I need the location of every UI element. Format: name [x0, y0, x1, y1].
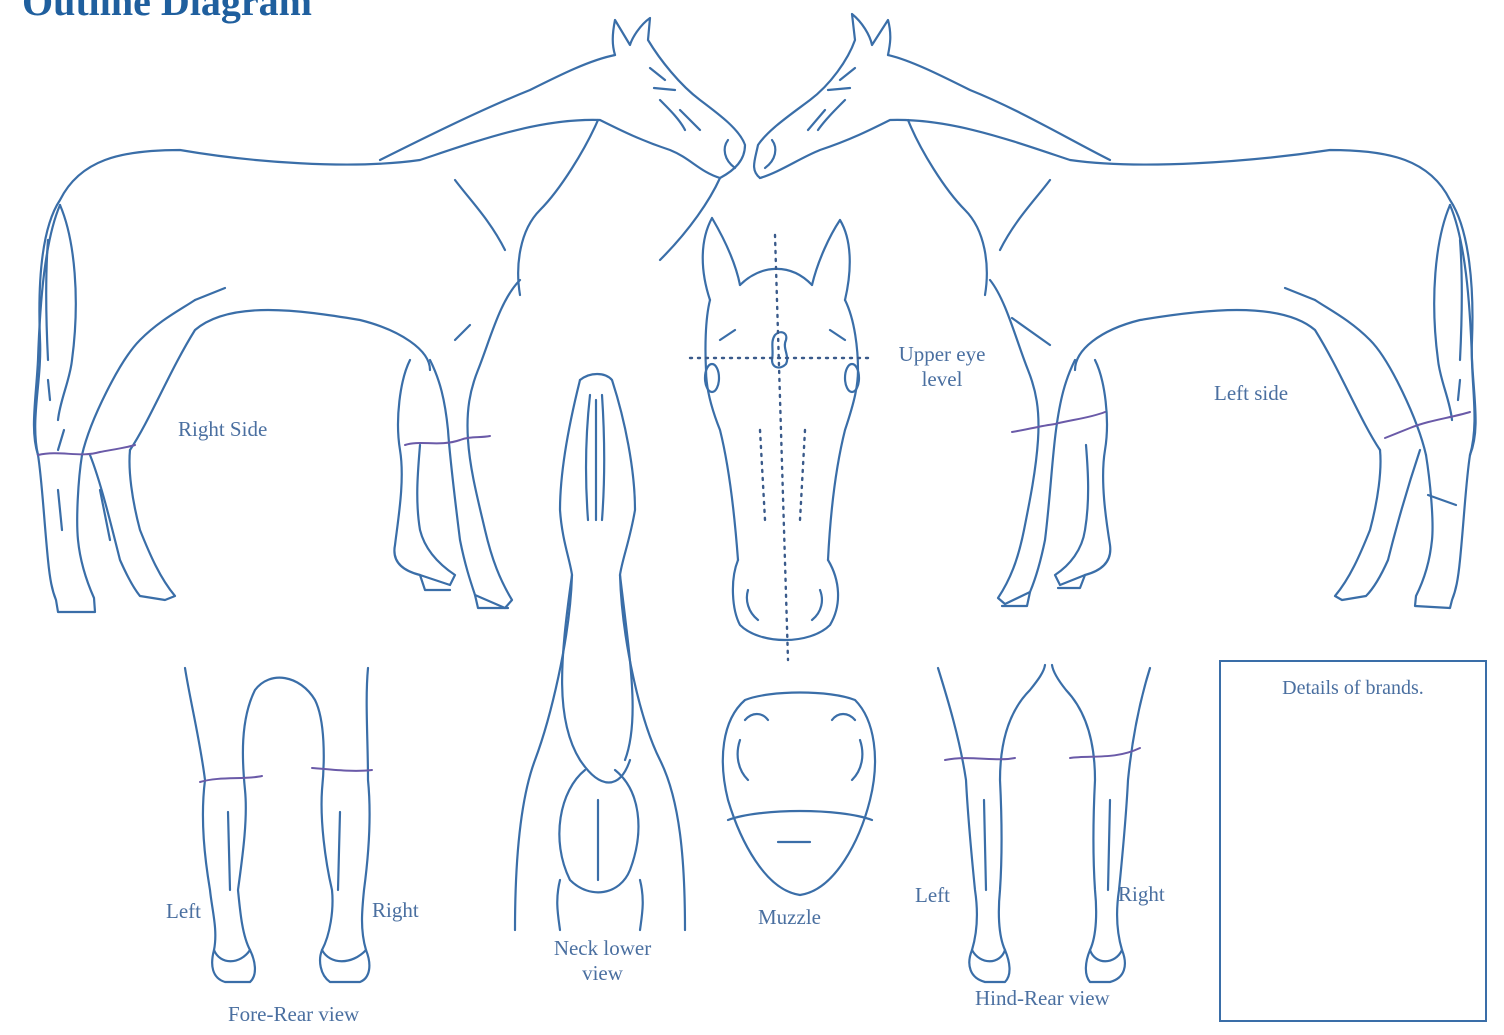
- hind-rear-view: [938, 665, 1150, 982]
- hind-right-label: Right: [1118, 882, 1165, 907]
- brands-details-box: Details of brands.: [1219, 660, 1487, 1022]
- neck-lower-view-label: Neck lower view: [545, 936, 660, 986]
- fore-left-label: Left: [166, 899, 201, 924]
- hind-rear-view-label: Hind-Rear view: [975, 986, 1110, 1011]
- muzzle-label: Muzzle: [758, 905, 821, 930]
- neck-lower-view: [515, 374, 685, 930]
- left-side-label: Left side: [1214, 381, 1288, 406]
- right-side-horse: [34, 18, 745, 612]
- hind-left-label: Left: [915, 883, 950, 908]
- right-side-label: Right Side: [178, 417, 267, 442]
- upper-eye-level-label: Upper eye level: [886, 342, 998, 392]
- head-front-view: [690, 218, 868, 660]
- muzzle-view: [723, 693, 875, 896]
- left-side-horse: [754, 14, 1476, 608]
- brands-details-label: Details of brands.: [1221, 676, 1485, 701]
- fore-right-label: Right: [372, 898, 419, 923]
- fore-rear-view-label: Fore-Rear view: [228, 1002, 359, 1027]
- fore-rear-view: [185, 668, 372, 982]
